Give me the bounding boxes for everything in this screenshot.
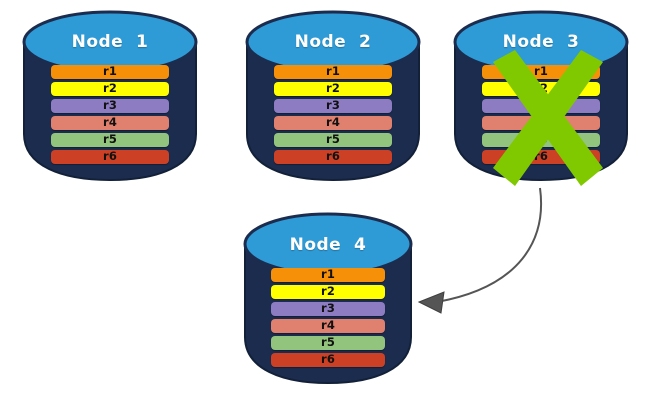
node-2[interactable]: Node 2 r1 r2 r3 r4 r5 r6	[245, 8, 421, 182]
row-label: r4	[102, 115, 118, 130]
row-label: r1	[320, 267, 336, 282]
replication-arrow-path	[436, 187, 542, 303]
node-2-row-r1[interactable]: r1	[274, 65, 392, 79]
node-2-row-r3[interactable]: r3	[274, 99, 392, 113]
node-4[interactable]: Node 4 r1 r2 r3 r4 r5 r6	[243, 210, 413, 385]
row-label: r5	[320, 335, 336, 350]
row-label: r4	[320, 318, 336, 333]
row-label: r6	[325, 149, 341, 164]
node-4-row-r1[interactable]: r1	[271, 268, 385, 282]
row-label: r1	[102, 64, 118, 79]
row-label: r3	[102, 98, 118, 113]
node-4-row-r4[interactable]: r4	[271, 319, 385, 333]
row-label: r3	[320, 301, 336, 316]
row-label: r4	[325, 115, 341, 130]
node-4-rows: r1 r2 r3 r4 r5 r6	[271, 268, 385, 367]
node-2-row-r6[interactable]: r6	[274, 150, 392, 164]
row-label: r2	[102, 81, 118, 96]
node-4-row-r6[interactable]: r6	[271, 353, 385, 367]
node-2-row-r5[interactable]: r5	[274, 133, 392, 147]
row-label: r2	[325, 81, 341, 96]
node-2-rows: r1 r2 r3 r4 r5 r6	[274, 65, 392, 164]
node-2-row-r2[interactable]: r2	[274, 82, 392, 96]
node-1-rows: r1 r2 r3 r4 r5 r6	[51, 65, 169, 164]
row-label: r5	[102, 132, 118, 147]
node-4-row-r5[interactable]: r5	[271, 336, 385, 350]
row-label: r6	[102, 149, 118, 164]
node-4-row-r2[interactable]: r2	[271, 285, 385, 299]
replication-arrow-head	[417, 291, 445, 314]
node-1[interactable]: Node 1 r1 r2 r3 r4 r5 r6	[22, 8, 198, 182]
node-1-row-r6[interactable]: r6	[51, 150, 169, 164]
node-1-row-r4[interactable]: r4	[51, 116, 169, 130]
row-label: r6	[320, 352, 336, 367]
row-label: r3	[325, 98, 341, 113]
node-2-row-r4[interactable]: r4	[274, 116, 392, 130]
node-1-row-r5[interactable]: r5	[51, 133, 169, 147]
node-1-row-r1[interactable]: r1	[51, 65, 169, 79]
node-1-row-r3[interactable]: r3	[51, 99, 169, 113]
row-label: r5	[325, 132, 341, 147]
row-label: r2	[320, 284, 336, 299]
row-label: r1	[325, 64, 341, 79]
node-4-row-r3[interactable]: r3	[271, 302, 385, 316]
node-1-row-r2[interactable]: r2	[51, 82, 169, 96]
